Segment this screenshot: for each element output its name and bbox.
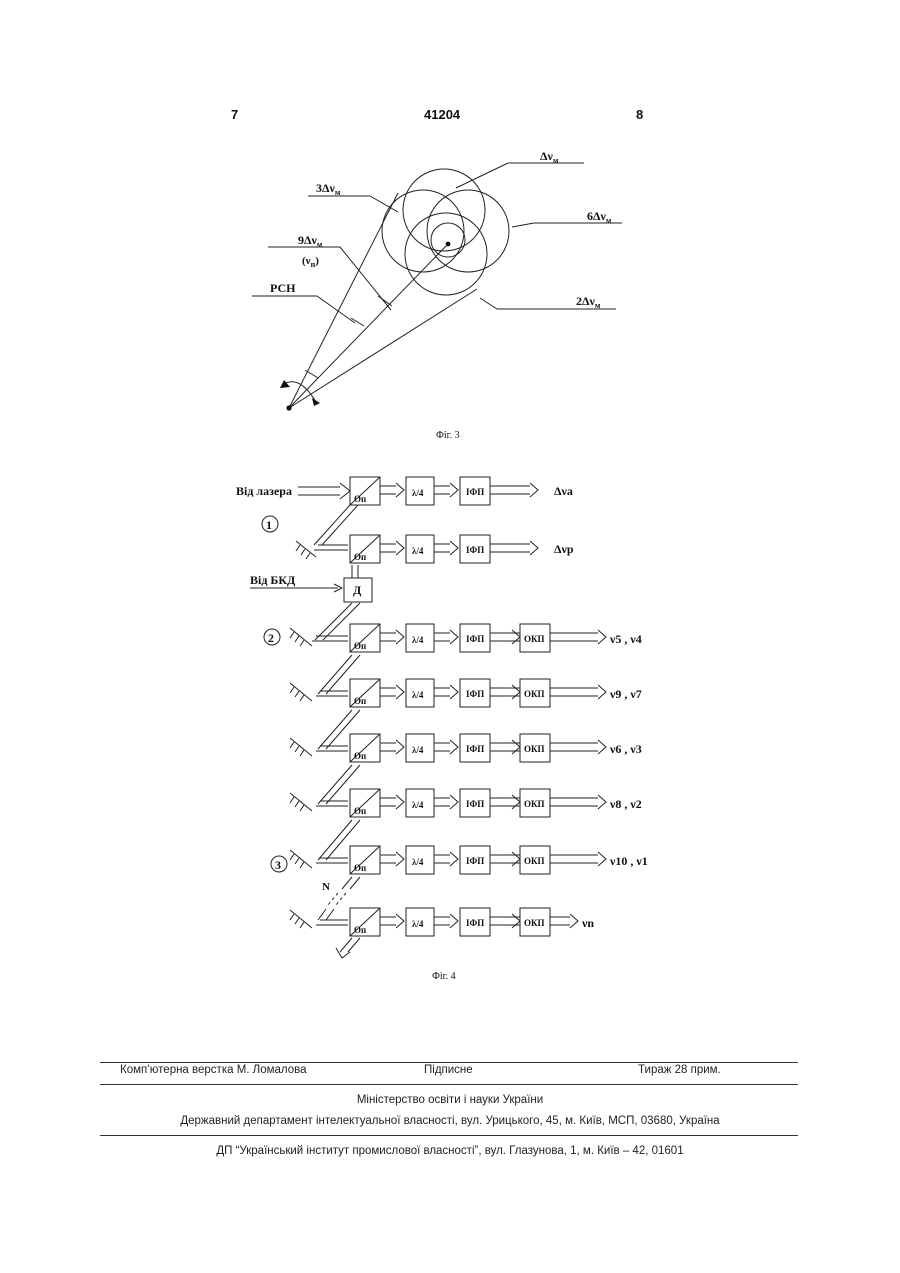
svg-text:λ/4: λ/4 [412,546,424,556]
footer-layout: Комп’ютерна верстка М. Ломалова [120,1064,307,1076]
svg-text:ІФП: ІФП [466,918,484,928]
svg-text:ІФП: ІФП [466,545,484,555]
footer-circulation: Тираж 28 прим. [638,1064,721,1076]
svg-text:ІФП: ІФП [466,799,484,809]
svg-text:λ/4: λ/4 [412,800,424,810]
marker-n: N [322,881,330,893]
figure-4-caption: Фіг. 4 [432,971,456,982]
output-2: Δνр [554,542,574,556]
from-laser-label: Від лазера [236,484,292,498]
footer-ministry: Міністерство освіти і науки України [0,1094,900,1106]
svg-text:ОКП: ОКП [524,744,545,754]
output-7: ν10 , ν1 [609,854,648,868]
output-4: ν9 , ν7 [609,687,642,701]
marker-2: 2 [268,631,274,645]
output-6: ν8 , ν2 [609,797,642,811]
svg-text:Оп: Оп [354,751,366,761]
svg-text:ІФП: ІФП [466,856,484,866]
marker-1: 1 [266,518,272,532]
svg-text:Оп: Оп [354,552,366,562]
svg-text:λ/4: λ/4 [412,488,424,498]
footer-rule-top [100,1062,798,1063]
svg-text:ОКП: ОКП [524,689,545,699]
svg-text:λ/4: λ/4 [412,635,424,645]
footer-department: Державний департамент інтелектуальної вл… [0,1115,900,1127]
svg-text:Оп: Оп [354,925,366,935]
marker-3: 3 [275,858,281,872]
footer-signed: Підписне [424,1064,473,1076]
svg-text:ІФП: ІФП [466,689,484,699]
svg-text:ОКП: ОКП [524,918,545,928]
svg-text:ІФП: ІФП [466,744,484,754]
svg-text:ОКП: ОКП [524,799,545,809]
from-bkd-label: Від БКД [250,573,296,587]
svg-text:Оп: Оп [354,494,366,504]
svg-text:Оп: Оп [354,863,366,873]
svg-text:ОКП: ОКП [524,856,545,866]
output-3: ν5 , ν4 [609,632,642,646]
svg-text:ІФП: ІФП [466,487,484,497]
figure-4-diagram: 1 2 3 N Від лазера Від БКД Д Опλ/4ІФП Оп… [0,0,900,1000]
svg-text:Оп: Оп [354,806,366,816]
output-8: νn [581,916,594,930]
output-1: Δνа [554,484,573,498]
svg-text:λ/4: λ/4 [412,690,424,700]
svg-text:ІФП: ІФП [466,634,484,644]
output-5: ν6 , ν3 [609,742,642,756]
svg-text:Оп: Оп [354,641,366,651]
svg-text:λ/4: λ/4 [412,857,424,867]
block-d-label: Д [353,583,362,597]
footer-rule-bottom [100,1135,798,1136]
svg-text:λ/4: λ/4 [412,919,424,929]
footer-institute: ДП “Український інститут промислової вла… [0,1145,900,1157]
footer-rule-mid [100,1084,798,1085]
svg-text:ОКП: ОКП [524,634,545,644]
svg-text:λ/4: λ/4 [412,745,424,755]
svg-text:Оп: Оп [354,696,366,706]
